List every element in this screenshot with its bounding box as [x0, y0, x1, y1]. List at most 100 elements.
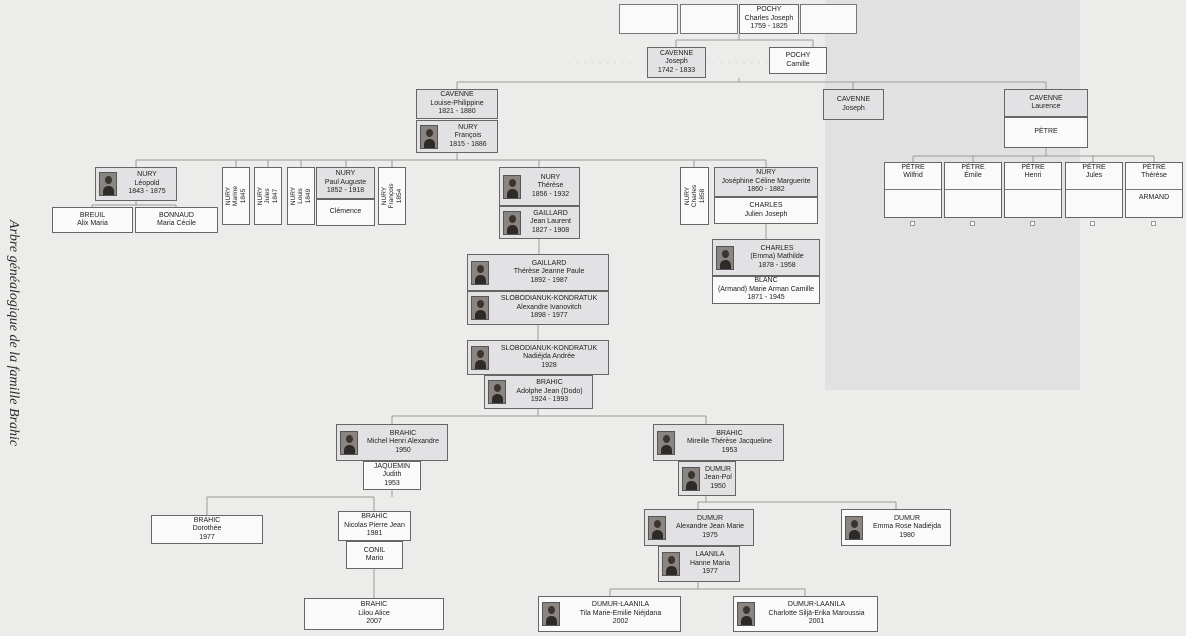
dates: 1856 - 1932 [531, 190, 570, 198]
portrait-photo [682, 466, 700, 491]
given-name: Marine [232, 186, 240, 206]
given-name: Alix Maria [77, 220, 108, 227]
spouse-card[interactable]: BLANC (Armand) Marie Arman Camille 1871 … [712, 276, 820, 304]
person-card[interactable]: NURY Paul Auguste 1852 - 1918 [316, 167, 375, 199]
person-card[interactable]: NURY Thérèse 1856 - 1932 [499, 167, 580, 206]
expand-marker[interactable] [910, 221, 915, 226]
portrait-photo [471, 260, 489, 285]
person-card[interactable]: BRAHIC Michel Henri Alexandre 1950 [336, 424, 448, 461]
dates: 2002 [612, 618, 629, 626]
dates: 2007 [366, 618, 382, 626]
empty-ancestor-slot[interactable] [680, 4, 738, 34]
person-card[interactable]: DUMUR Emma Rose Nadiéjda 1980 [841, 509, 951, 546]
surname: NURY [458, 123, 478, 131]
expand-marker[interactable] [1090, 221, 1095, 226]
person-card[interactable]: NURY Joséphine Céline Marguerite 1860 - … [714, 167, 818, 197]
person-card[interactable]: PÈTRE Henri [1004, 162, 1062, 218]
portrait-photo [542, 602, 560, 626]
dates: 1928 [541, 361, 557, 369]
person-card[interactable]: BRAHIC Lilou Alice 2007 [304, 598, 444, 630]
person-card[interactable]: PÈTRE Émile [944, 162, 1002, 218]
person-card[interactable]: POCHY Charles Joseph 1759 - 1825 [739, 4, 799, 34]
spouse-card[interactable]: LAANILA Hanne Maria 1977 [658, 546, 740, 582]
person-card[interactable]: NURY Léopold 1843 - 1875 [95, 167, 177, 201]
dates: 1815 - 1886 [449, 140, 487, 148]
spouse-card[interactable]: BONNAUD Maria Cécile [135, 207, 218, 233]
surname: BRAHIC [193, 516, 221, 524]
spouse-card[interactable]: PÈTRE [1004, 117, 1088, 148]
given-name: Camille [786, 60, 810, 68]
spouse-card[interactable]: CHARLES Julien Joseph [714, 197, 818, 224]
person-card[interactable]: BRAHIC Dorothée 1977 [151, 515, 263, 544]
given-name: Judith [382, 471, 402, 479]
person-card[interactable]: DUMUR-LAANILA Tila Marie-Emilie Niéjdana… [538, 596, 681, 632]
divider [1126, 189, 1182, 190]
person-card[interactable]: PÈTRE Thérèse ARMAND [1125, 162, 1183, 218]
given-name: Emma Rose Nadiéjda [872, 523, 942, 531]
person-card[interactable]: CHARLES (Emma) Mathilde 1878 - 1958 [712, 239, 820, 276]
given-name: Laurence [1031, 103, 1061, 110]
spouse-card[interactable]: DUMUR Jean-Pol 1950 [678, 461, 736, 496]
spouse-card[interactable]: JAQUEMIN Judith 1953 [363, 461, 421, 490]
portrait-photo [716, 245, 734, 270]
person-card[interactable]: NURY François 1815 - 1886 [416, 120, 498, 153]
portrait-photo [845, 515, 863, 540]
person-card[interactable]: BRAHIC Mireille Thérèse Jacqueline 1953 [653, 424, 784, 461]
spouse-card[interactable]: BRAHIC Adolphe Jean (Dodo) 1924 - 1993 [484, 375, 593, 409]
given-name: Paul Auguste [324, 178, 367, 186]
surname: POCHY [785, 52, 811, 60]
divider [1005, 189, 1061, 190]
surname: NURY [137, 171, 157, 179]
surname: BREUIL [79, 211, 106, 219]
person-card[interactable]: BRAHIC Nicolas Pierre Jean 1981 [338, 511, 411, 541]
given-name: Charlotte Siljä-Erika Maroussia [768, 609, 865, 617]
given-name: Louis [297, 188, 305, 204]
dates: 1898 - 1977 [530, 312, 568, 320]
given-name: Henri [1024, 172, 1042, 180]
person-card[interactable]: CAVENNE Laurence [1004, 89, 1088, 117]
person-card[interactable]: GAILLARD Thérèse Jeanne Paule 1892 - 198… [467, 254, 609, 291]
given-name: Émile [964, 172, 982, 180]
person-card[interactable]: CAVENNE Joseph [823, 89, 884, 120]
expand-marker[interactable] [1030, 221, 1035, 226]
given-name: François [454, 132, 482, 140]
surname: NURY [540, 173, 561, 181]
surname: NURY [224, 186, 232, 206]
person-card[interactable]: CAVENNE Louise-Philippine 1821 - 1880 [416, 89, 498, 119]
surname: BRAHIC [360, 601, 388, 609]
given-name: Michel Henri Alexandre [367, 438, 439, 446]
given-name: Jules [264, 188, 272, 204]
dates: 1953 [384, 479, 400, 487]
dates: 1860 - 1882 [747, 186, 785, 194]
dates: 1847 [271, 188, 279, 204]
person-card[interactable]: POCHY Camille [769, 47, 827, 74]
expand-marker[interactable] [970, 221, 975, 226]
spouse-card[interactable]: GAILLARD Jean Laurent 1827 - 1908 [499, 206, 580, 239]
dates: 1849 [304, 188, 312, 204]
surname: CHARLES [749, 202, 783, 210]
expand-marker[interactable] [1151, 221, 1156, 226]
surname: NURY [256, 186, 264, 206]
person-card[interactable]: DUMUR Alexandre Jean Marie 1975 [644, 509, 754, 546]
empty-ancestor-slot[interactable] [800, 4, 857, 34]
spouse-card[interactable]: BREUIL Alix Maria [52, 207, 133, 233]
dates: 1843 - 1875 [128, 188, 166, 196]
person-card[interactable]: SLOBODIANUK-KONDRATUK Nadiéjda Andrée 19… [467, 340, 609, 375]
spouse-surname: ARMAND [1138, 194, 1170, 201]
surname: JAQUEMIN [373, 462, 411, 470]
empty-ancestor-slot[interactable] [619, 4, 678, 34]
person-card[interactable]: CAVENNE Joseph 1742 - 1833 [647, 47, 706, 78]
person-card[interactable]: PÈTRE Wilfrid [884, 162, 942, 218]
given-name: Mireille Thérèse Jacqueline [686, 438, 773, 446]
portrait-photo [662, 552, 680, 576]
person-card[interactable]: DUMUR-LAANILA Charlotte Siljä-Erika Maro… [733, 596, 878, 632]
spouse-card[interactable]: CONIL Mario [346, 541, 403, 569]
person-card[interactable]: PÈTRE Jules [1065, 162, 1123, 218]
spouse-card[interactable]: SLOBODIANUK-KONDRATUK Alexandre Ivanovit… [467, 291, 609, 325]
spouse-card[interactable]: Clémence [316, 199, 375, 226]
